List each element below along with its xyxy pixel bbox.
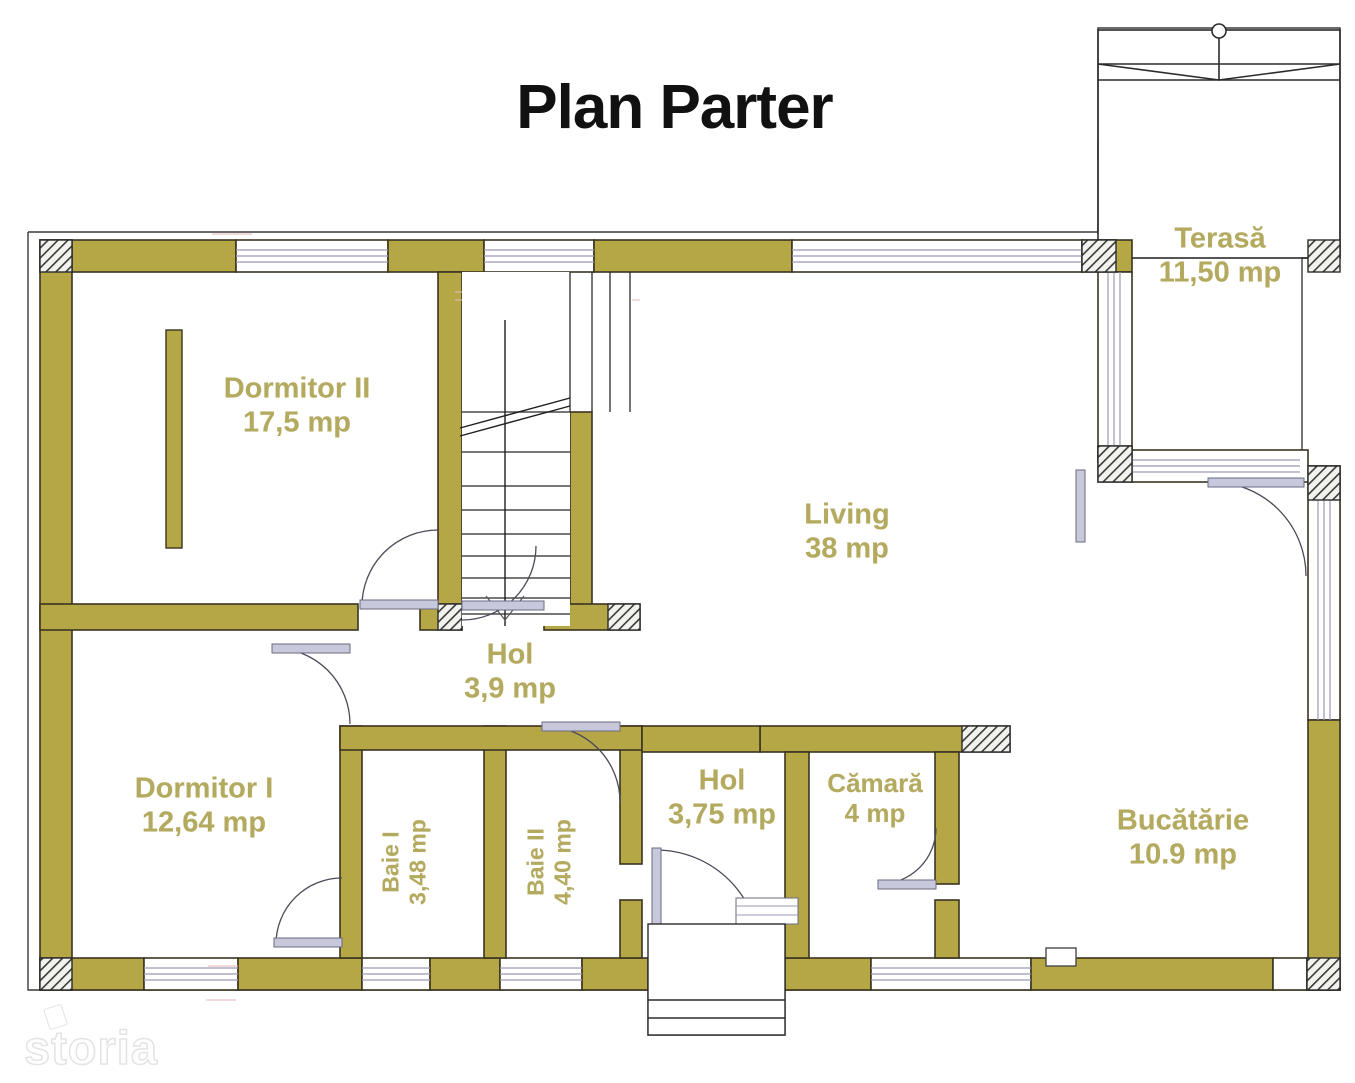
room-area-hol-1: 3,9 mp [464,672,556,704]
room-name-baie-1: Baie I [377,831,404,893]
room-area-baie-2: 4,40 mp [549,819,575,905]
room-name-dormitor-2: Dormitor II [223,372,371,405]
room-area-bucatarie: 10.9 mp [1128,838,1237,870]
doors [271,469,1307,955]
door-baie2 [541,721,621,803]
door-dormitor2 [359,529,439,610]
room-label-bucatarie: Bucătărie 10.9 mp [1117,804,1249,871]
door-stair [461,545,545,621]
room-area-living: 38 mp [805,532,889,564]
room-area-dormitor-2: 17,5 mp [243,406,351,438]
room-name-hol-2: Hol [698,764,746,797]
room-name-living: Living [804,498,890,531]
plan-geometry [27,23,1341,1036]
room-name-baie-2: Baie II [522,828,549,896]
room-label-camara: Cămară 4 mp [827,768,922,828]
window-glazing [144,249,1331,981]
door-terrace-leaf [1075,469,1086,543]
storia-watermark: storia [23,1003,158,1075]
room-name-hol-1: Hol [486,638,534,671]
fixtures [165,329,1077,967]
room-name-dormitor-1: Dormitor I [134,772,274,805]
interior-walls [39,271,1011,959]
room-area-dormitor-1: 12,64 mp [141,806,267,838]
room-label-hol-2: Hol 3,75 mp [668,764,776,831]
room-label-dormitor-2: Dormitor II 17,5 mp [224,372,371,439]
room-area-camara: 4 mp [844,798,906,828]
construction-marks [206,233,640,1001]
room-name-bucatarie: Bucătărie [1116,804,1250,837]
stair-treads [462,411,570,615]
structural-columns [39,239,1341,991]
entry-steps [647,923,786,1036]
page-title: Plan Parter [0,72,1355,143]
stair-stringer [459,320,571,626]
page-title-text: Plan Parter [516,73,833,142]
room-label-dormitor-1: Dormitor I 12,64 mp [135,772,274,839]
door-baie1 [273,877,343,948]
staircase [459,272,631,626]
door-dormitor1 [271,643,351,725]
room-area-terasa: 11,50 mp [1158,256,1282,288]
room-name-terasa: Terasă [1174,222,1266,255]
room-name-camara: Cămară [827,767,923,798]
room-label-terasa: Terasă 11,50 mp [1159,222,1282,289]
room-area-baie-1: 3,48 mp [404,819,430,905]
room-label-living: Living 38 mp [804,498,889,565]
terrace-structure [1097,23,1341,259]
door-camara [877,827,937,890]
room-label-baie-2: Baie II 4,40 mp [522,819,575,905]
watermark-text: storia [23,1020,158,1075]
door-terrace [1207,477,1307,577]
room-label-baie-1: Baie I 3,48 mp [377,819,430,905]
room-area-hol-2: 3,75 mp [668,798,776,830]
room-label-hol-1: Hol 3,9 mp [464,638,556,705]
exterior-outline [27,27,1341,1036]
